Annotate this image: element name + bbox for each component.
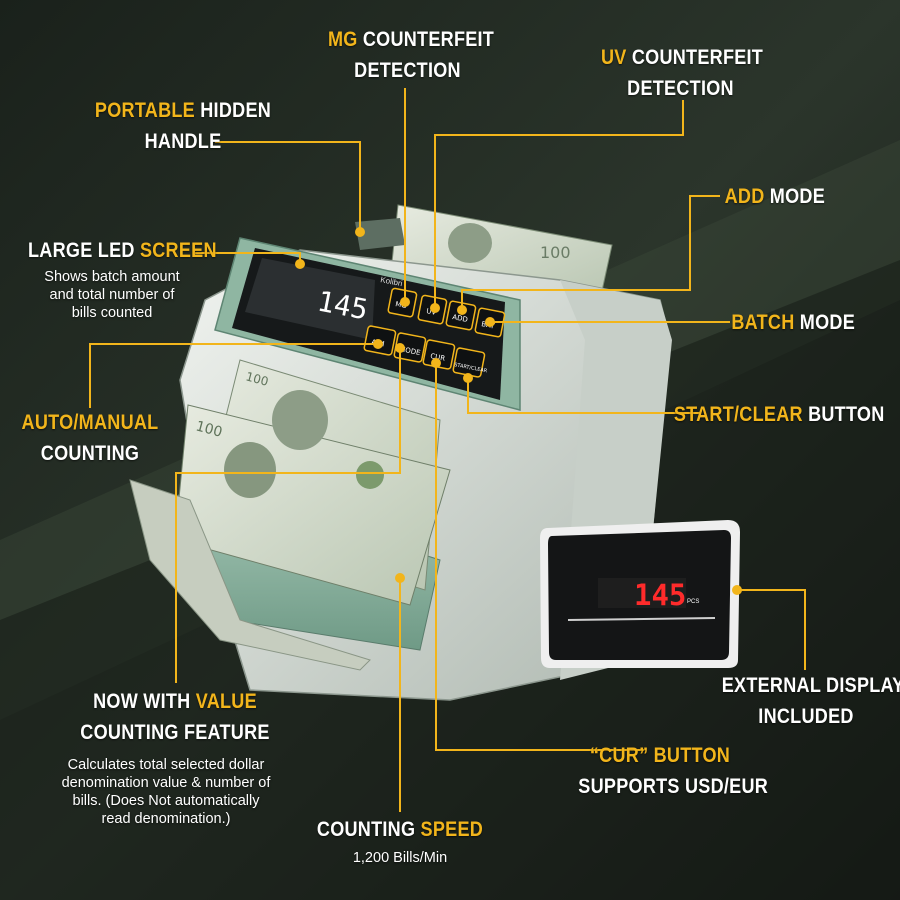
- screen-desc-line-1: Shows batch amount: [44, 269, 180, 285]
- callout-cur-highlight: “CUR” BUTTON: [589, 744, 731, 767]
- callout-value-line2: COUNTING FEATURE: [80, 721, 270, 744]
- callout-handle-line2: HANDLE: [144, 130, 222, 153]
- callout-external-line1: EXTERNAL DISPLAY: [721, 674, 900, 697]
- callout-add-mode: ADD MODE: [700, 181, 825, 212]
- button-label-mode: MODE: [399, 345, 422, 357]
- callout-mg-text: COUNTERFEIT: [357, 28, 495, 51]
- callout-speed-text: COUNTING: [316, 818, 421, 841]
- callout-external-line2: INCLUDED: [758, 705, 854, 728]
- callout-batch-highlight: BATCH: [731, 311, 795, 334]
- callout-led-screen: LARGE LED SCREEN: [28, 235, 217, 266]
- value-desc-line-2: denomination value & number of: [61, 775, 271, 791]
- callout-handle-text: HIDDEN: [194, 99, 272, 122]
- button-label-cur: CUR: [430, 352, 446, 363]
- callout-start-text: BUTTON: [802, 403, 885, 426]
- button-label-add: ADD: [452, 313, 469, 324]
- callout-start-clear: START/CLEAR BUTTON: [673, 399, 885, 430]
- callout-value-desc: Calculates total selected dollar denomin…: [20, 756, 312, 828]
- callout-add-text: MODE: [764, 185, 825, 208]
- callout-counting-speed: COUNTING SPEED: [314, 814, 486, 845]
- external-display: 145 PCS: [540, 520, 740, 668]
- callout-start-highlight: START/CLEAR: [673, 403, 803, 426]
- callout-batch-mode: BATCH MODE: [722, 307, 855, 338]
- callout-screen-highlight: SCREEN: [139, 239, 217, 262]
- value-desc-line-1: Calculates total selected dollar: [67, 757, 265, 773]
- value-desc-line-4: read denomination.): [101, 811, 231, 827]
- callout-uv-detection: UV COUNTERFEIT DETECTION: [600, 42, 763, 104]
- callout-mg-line2: DETECTION: [354, 59, 461, 82]
- callout-uv-highlight: UV: [600, 46, 627, 69]
- callout-handle-highlight: PORTABLE: [94, 99, 195, 122]
- callout-add-highlight: ADD: [724, 185, 765, 208]
- value-desc-line-3: bills. (Does Not automatically: [72, 793, 260, 809]
- brand-label: Kolibri: [380, 275, 404, 288]
- callout-led-screen-desc: Shows batch amount and total number of b…: [14, 268, 210, 322]
- callout-value-highlight: VALUE: [195, 690, 257, 713]
- callout-batch-text: MODE: [794, 311, 855, 334]
- callout-speed-desc: 1,200 Bills/Min: [352, 850, 448, 866]
- callout-uv-line2: DETECTION: [627, 77, 734, 100]
- callout-cur-button: “CUR” BUTTON SUPPORTS USD/EUR: [578, 740, 768, 802]
- screen-desc-line-2: and total number of: [49, 287, 175, 303]
- callout-auto-line2: COUNTING: [40, 442, 140, 465]
- callout-screen-text: LARGE LED: [28, 239, 140, 262]
- callout-auto-highlight: AUTO/MANUAL: [21, 411, 159, 434]
- callout-value-text: NOW WITH: [93, 690, 196, 713]
- callout-speed-highlight: SPEED: [420, 818, 484, 841]
- screen-desc-line-3: bills counted: [71, 305, 153, 321]
- svg-text:100: 100: [540, 243, 571, 262]
- callout-uv-text: COUNTERFEIT: [626, 46, 764, 69]
- callout-mg-highlight: MG: [327, 28, 358, 51]
- external-display-value: 145: [634, 578, 686, 612]
- external-display-unit: PCS: [687, 599, 699, 605]
- callout-external-display: EXTERNAL DISPLAY INCLUDED: [722, 670, 900, 732]
- callout-mg-detection: MG COUNTERFEIT DETECTION: [327, 24, 494, 86]
- callout-value-counting: NOW WITH VALUE COUNTING FEATURE: [59, 686, 291, 748]
- callout-portable-handle: PORTABLE HIDDEN HANDLE: [93, 95, 274, 157]
- callout-auto-manual: AUTO/MANUAL COUNTING: [16, 407, 164, 469]
- callout-cur-line2: SUPPORTS USD/EUR: [578, 775, 769, 798]
